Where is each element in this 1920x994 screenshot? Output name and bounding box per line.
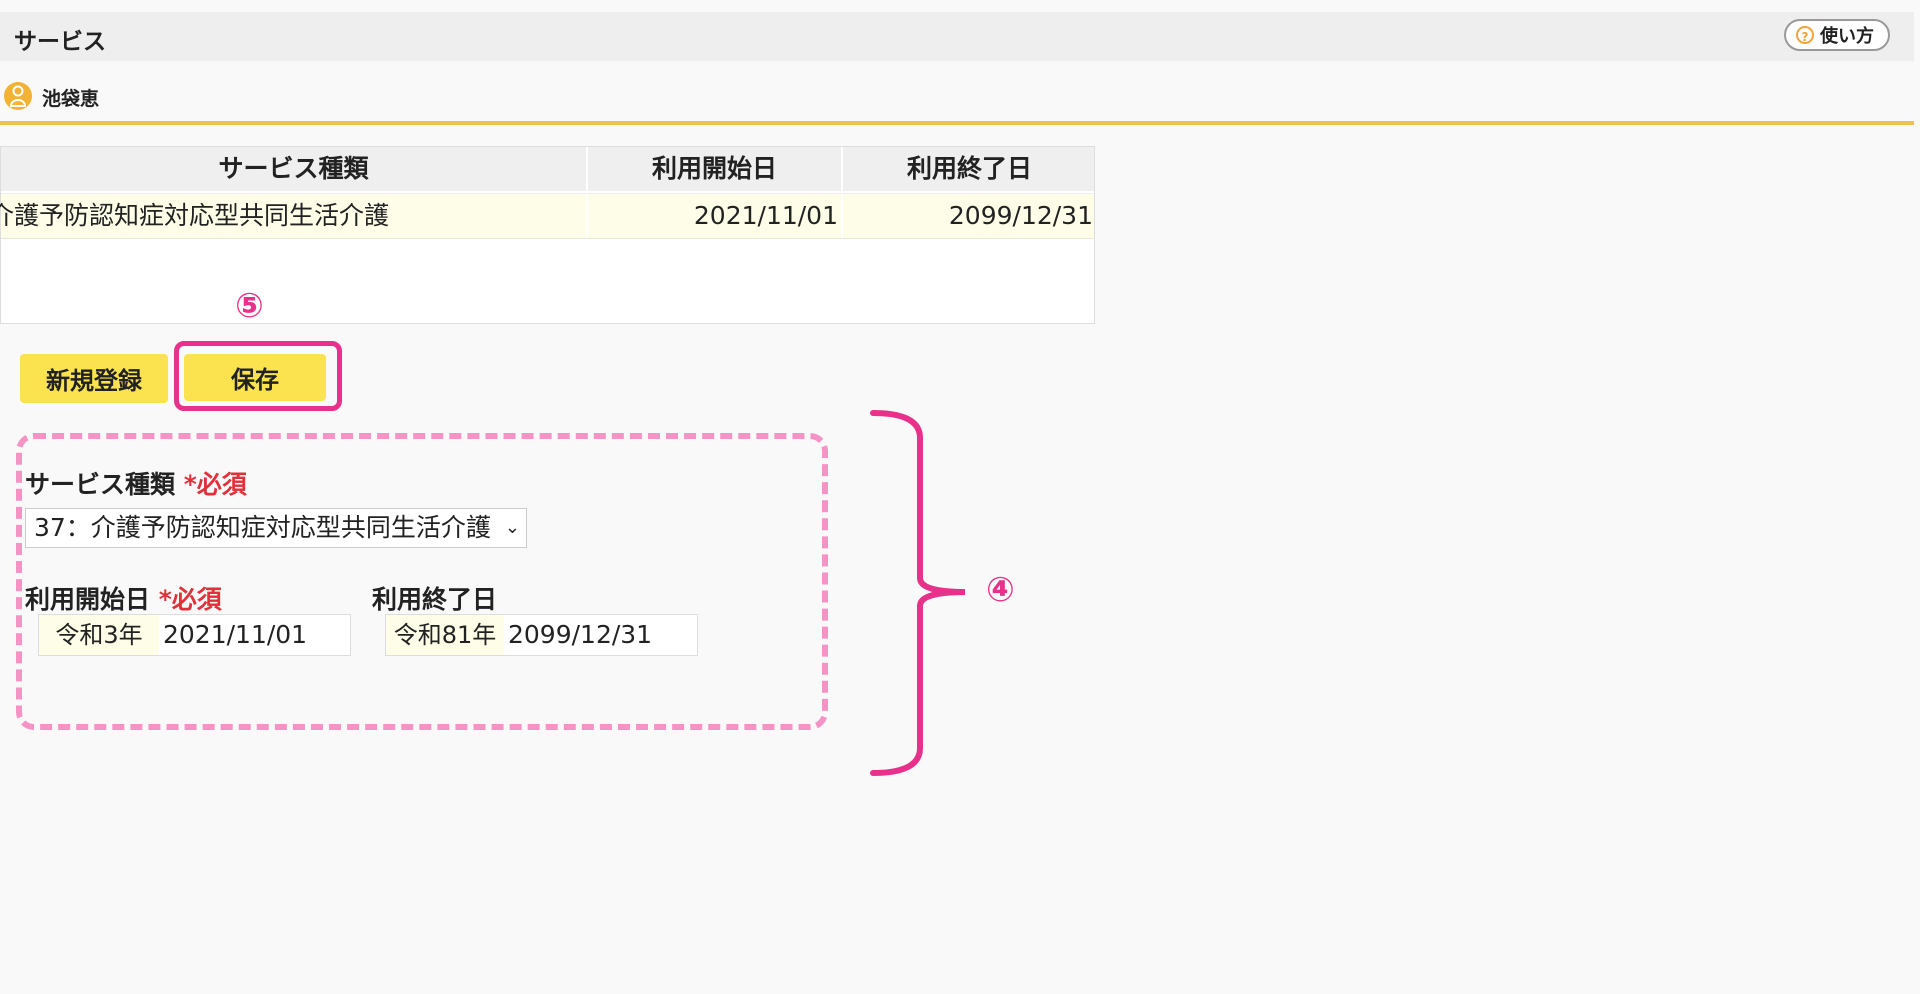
cell-end: 2099/12/31 [841, 194, 1093, 238]
service-type-select[interactable]: 37：介護予防認知症対応型共同生活介護 ⌄ [25, 508, 527, 548]
cell-start: 2021/11/01 [586, 194, 838, 238]
required-mark: *必須 [183, 470, 247, 499]
user-divider [0, 121, 1914, 125]
service-type-label: サービス種類 *必須 [25, 465, 247, 501]
service-table: サービス種類 利用開始日 利用終了日 介護予防認知症対応型共同生活介護 2021… [0, 146, 1095, 324]
save-button[interactable]: 保存 [184, 354, 326, 401]
end-date-field[interactable]: 令和81年 2099/12/31 [385, 614, 698, 656]
new-register-button[interactable]: 新規登録 [20, 354, 168, 403]
start-date-label: 利用開始日 *必須 [25, 580, 222, 616]
help-label: 使い方 [1820, 26, 1874, 47]
end-era: 令和81年 [386, 615, 504, 655]
start-date-input[interactable]: 2021/11/01 [163, 620, 308, 649]
chevron-down-icon: ⌄ [504, 517, 520, 538]
end-date-input[interactable]: 2099/12/31 [508, 620, 653, 649]
start-date-label-text: 利用開始日 [25, 585, 151, 614]
end-date-label: 利用終了日 [372, 585, 498, 614]
form-highlight-box [16, 433, 828, 730]
user-bar: 池袋恵 [0, 64, 1914, 120]
cell-type: 介護予防認知症対応型共同生活介護 [0, 201, 390, 230]
start-era: 令和3年 [39, 615, 159, 655]
table-row[interactable]: 介護予防認知症対応型共同生活介護 2021/11/01 2099/12/31 [0, 193, 1094, 239]
user-name: 池袋恵 [42, 88, 100, 110]
help-button[interactable]: ? 使い方 [1784, 19, 1890, 51]
column-header-end: 利用終了日 [841, 147, 1096, 191]
title-bar: サービス ? 使い方 [0, 12, 1914, 61]
table-header: サービス種類 利用開始日 利用終了日 [1, 147, 1094, 191]
service-type-label-text: サービス種類 [25, 470, 176, 499]
annotation-5: ⑤ [235, 286, 264, 326]
column-header-type: サービス種類 [218, 154, 369, 183]
column-header-start: 利用開始日 [586, 147, 841, 191]
page-title: サービス [14, 29, 106, 55]
start-date-field[interactable]: 令和3年 2021/11/01 [38, 614, 351, 656]
save-highlight-frame [174, 341, 342, 411]
bracket-annotation [870, 410, 966, 776]
service-type-value: 37：介護予防認知症対応型共同生活介護 [34, 513, 491, 542]
user-icon [4, 82, 32, 110]
required-mark: *必須 [158, 585, 222, 614]
annotation-4: ④ [986, 570, 1015, 610]
question-icon: ? [1796, 26, 1814, 44]
